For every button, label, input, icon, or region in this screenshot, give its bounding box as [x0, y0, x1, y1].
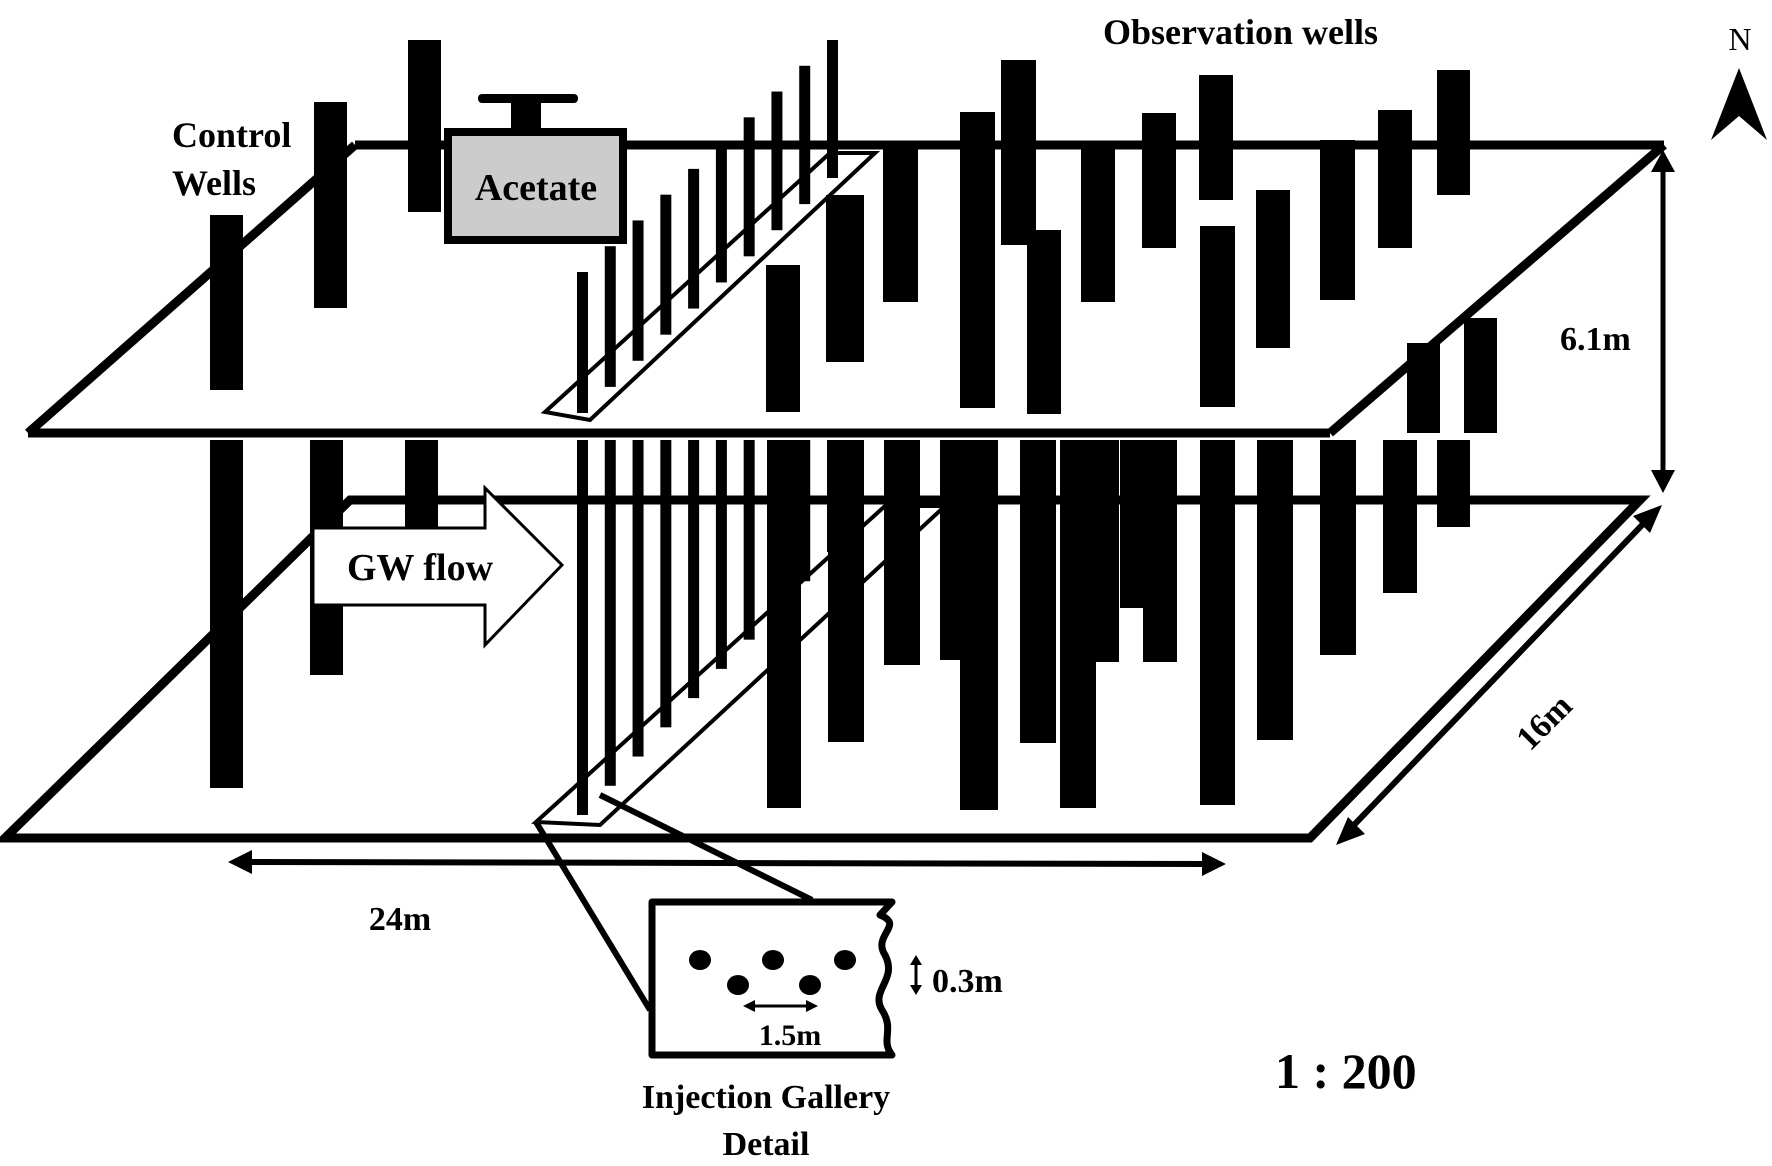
injection-well — [715, 143, 727, 283]
observation-well — [1142, 113, 1176, 248]
injection-well — [660, 194, 672, 335]
control-well — [408, 40, 441, 212]
length-label: 24m — [369, 901, 431, 938]
observation-well — [1437, 70, 1470, 195]
injection-gallery-detail: 1.5m 0.3m Injection Gallery Detail — [533, 792, 1003, 1163]
injection-well — [688, 440, 700, 699]
injection-point — [727, 975, 749, 995]
control-wells-label-line2: Wells — [172, 163, 256, 203]
detail-injection-points — [689, 950, 856, 995]
observation-well — [1320, 440, 1356, 655]
injection-well — [743, 440, 755, 640]
observation-well — [960, 112, 995, 408]
injection-well — [715, 440, 727, 669]
injection-point — [762, 950, 784, 970]
injection-well — [604, 246, 616, 387]
length-dimension: 24m — [228, 850, 1226, 938]
observation-well — [884, 440, 920, 665]
observation-well — [1027, 230, 1061, 414]
observation-well — [1081, 147, 1115, 302]
injection-wells-lower — [577, 440, 838, 815]
acetate-label: Acetate — [475, 167, 597, 209]
lower-well-segments — [210, 440, 1470, 810]
control-well — [314, 102, 347, 308]
observation-well — [1464, 318, 1497, 433]
detail-spacing-label: 1.5m — [759, 1019, 822, 1052]
injection-well — [688, 168, 700, 309]
upper-well-segments — [210, 40, 1497, 433]
north-label: N — [1728, 21, 1751, 57]
observation-well — [1020, 440, 1056, 743]
north-arrow-icon — [1711, 68, 1767, 140]
observation-well — [1199, 75, 1233, 200]
control-wells-label-line1: Control — [172, 115, 291, 155]
observation-well — [883, 147, 918, 302]
injection-well — [827, 40, 838, 178]
injection-point — [799, 975, 821, 995]
observation-well — [1257, 440, 1293, 740]
injection-well — [771, 440, 783, 611]
injection-well — [743, 117, 755, 257]
injection-well — [632, 440, 644, 757]
observation-well — [826, 195, 864, 362]
injection-well — [827, 440, 838, 552]
observation-well — [1143, 440, 1177, 662]
control-well — [405, 440, 438, 528]
control-well — [210, 215, 243, 390]
injection-point — [689, 950, 711, 970]
gw-flow-label: GW flow — [347, 547, 494, 589]
observation-well — [1200, 226, 1235, 407]
scale-label: 1 : 200 — [1275, 1043, 1417, 1099]
injection-gallery-top — [540, 151, 881, 423]
injection-well — [771, 91, 783, 231]
control-well — [210, 440, 243, 788]
observation-well — [1200, 440, 1235, 805]
acetate-tank: Acetate — [444, 94, 627, 244]
injection-well — [577, 440, 588, 815]
gw-flow-arrow: GW flow — [311, 484, 565, 649]
north-arrow: N — [1711, 21, 1767, 140]
observation-well — [1256, 190, 1290, 348]
observation-well — [1378, 110, 1412, 248]
injection-gallery-bottom — [531, 504, 951, 828]
injection-well — [799, 440, 811, 582]
width-label: 16m — [1509, 687, 1579, 757]
observation-well — [1437, 440, 1470, 527]
acetate-tank-cap — [478, 94, 578, 103]
depth-dimension: 6.1m — [1560, 150, 1675, 493]
acetate-tank-body — [444, 128, 627, 244]
injection-point — [834, 950, 856, 970]
detail-title-line1: Injection Gallery — [642, 1079, 890, 1116]
observation-well — [1407, 343, 1440, 433]
observation-well — [1320, 140, 1355, 300]
observation-well — [1084, 440, 1119, 662]
injection-well — [604, 440, 616, 786]
detail-box — [648, 898, 896, 1059]
acetate-tank-neck — [511, 100, 541, 132]
injection-well — [660, 440, 672, 728]
observation-well — [1001, 60, 1036, 245]
injection-wells-upper — [577, 40, 838, 413]
observation-well — [766, 265, 800, 412]
detail-title-line2: Detail — [723, 1126, 810, 1163]
observation-wells-label: Observation wells — [1103, 12, 1378, 52]
injection-well — [799, 65, 811, 205]
observation-well — [1383, 440, 1417, 593]
depth-label: 6.1m — [1560, 321, 1631, 358]
injection-well — [577, 272, 588, 413]
injection-well — [632, 220, 644, 361]
detail-offset-label: 0.3m — [932, 963, 1003, 1000]
observation-well — [960, 440, 998, 810]
